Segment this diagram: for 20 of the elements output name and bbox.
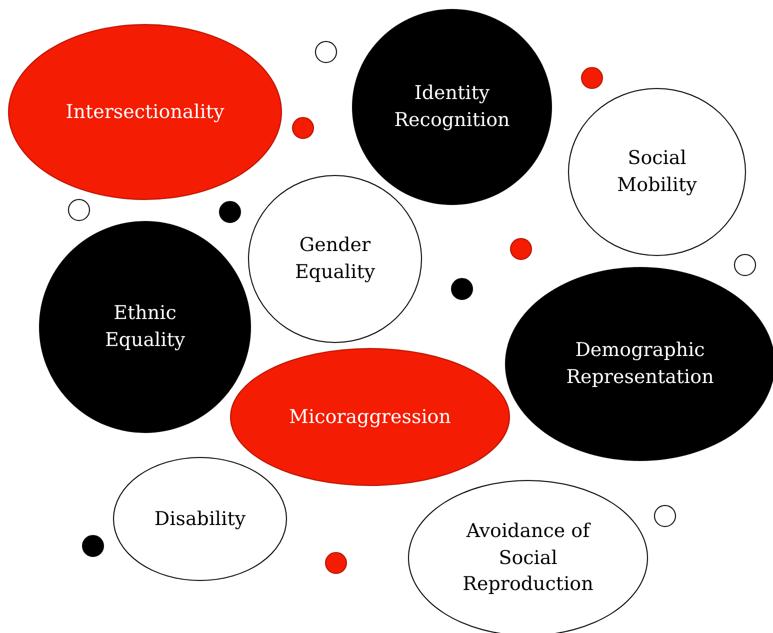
bubble-label: Identity Recognition bbox=[393, 81, 511, 133]
bubble-label: Ethnic Equality bbox=[104, 301, 186, 353]
circle-marker bbox=[82, 535, 104, 557]
circle-marker bbox=[68, 199, 90, 221]
circle-marker bbox=[315, 41, 337, 63]
circle-marker bbox=[581, 67, 603, 89]
bubble-label: Demographic Representation bbox=[565, 338, 715, 390]
circle-marker bbox=[510, 238, 532, 260]
bubble-label: Disability bbox=[153, 506, 247, 532]
bubble-label: Micoraggression bbox=[288, 404, 452, 430]
bubble-label: Intersectionality bbox=[64, 100, 226, 125]
bubble-label: Avoidance of Social Reproduction bbox=[462, 519, 594, 598]
circle-marker bbox=[219, 201, 241, 223]
circle-marker bbox=[292, 117, 314, 139]
circle-marker bbox=[734, 254, 756, 276]
bubble-label: Gender Equality bbox=[294, 233, 376, 285]
circle-marker bbox=[451, 278, 473, 300]
circle-marker bbox=[654, 505, 676, 527]
circle-marker bbox=[325, 552, 347, 574]
bubble-label: Social Mobility bbox=[616, 146, 698, 198]
